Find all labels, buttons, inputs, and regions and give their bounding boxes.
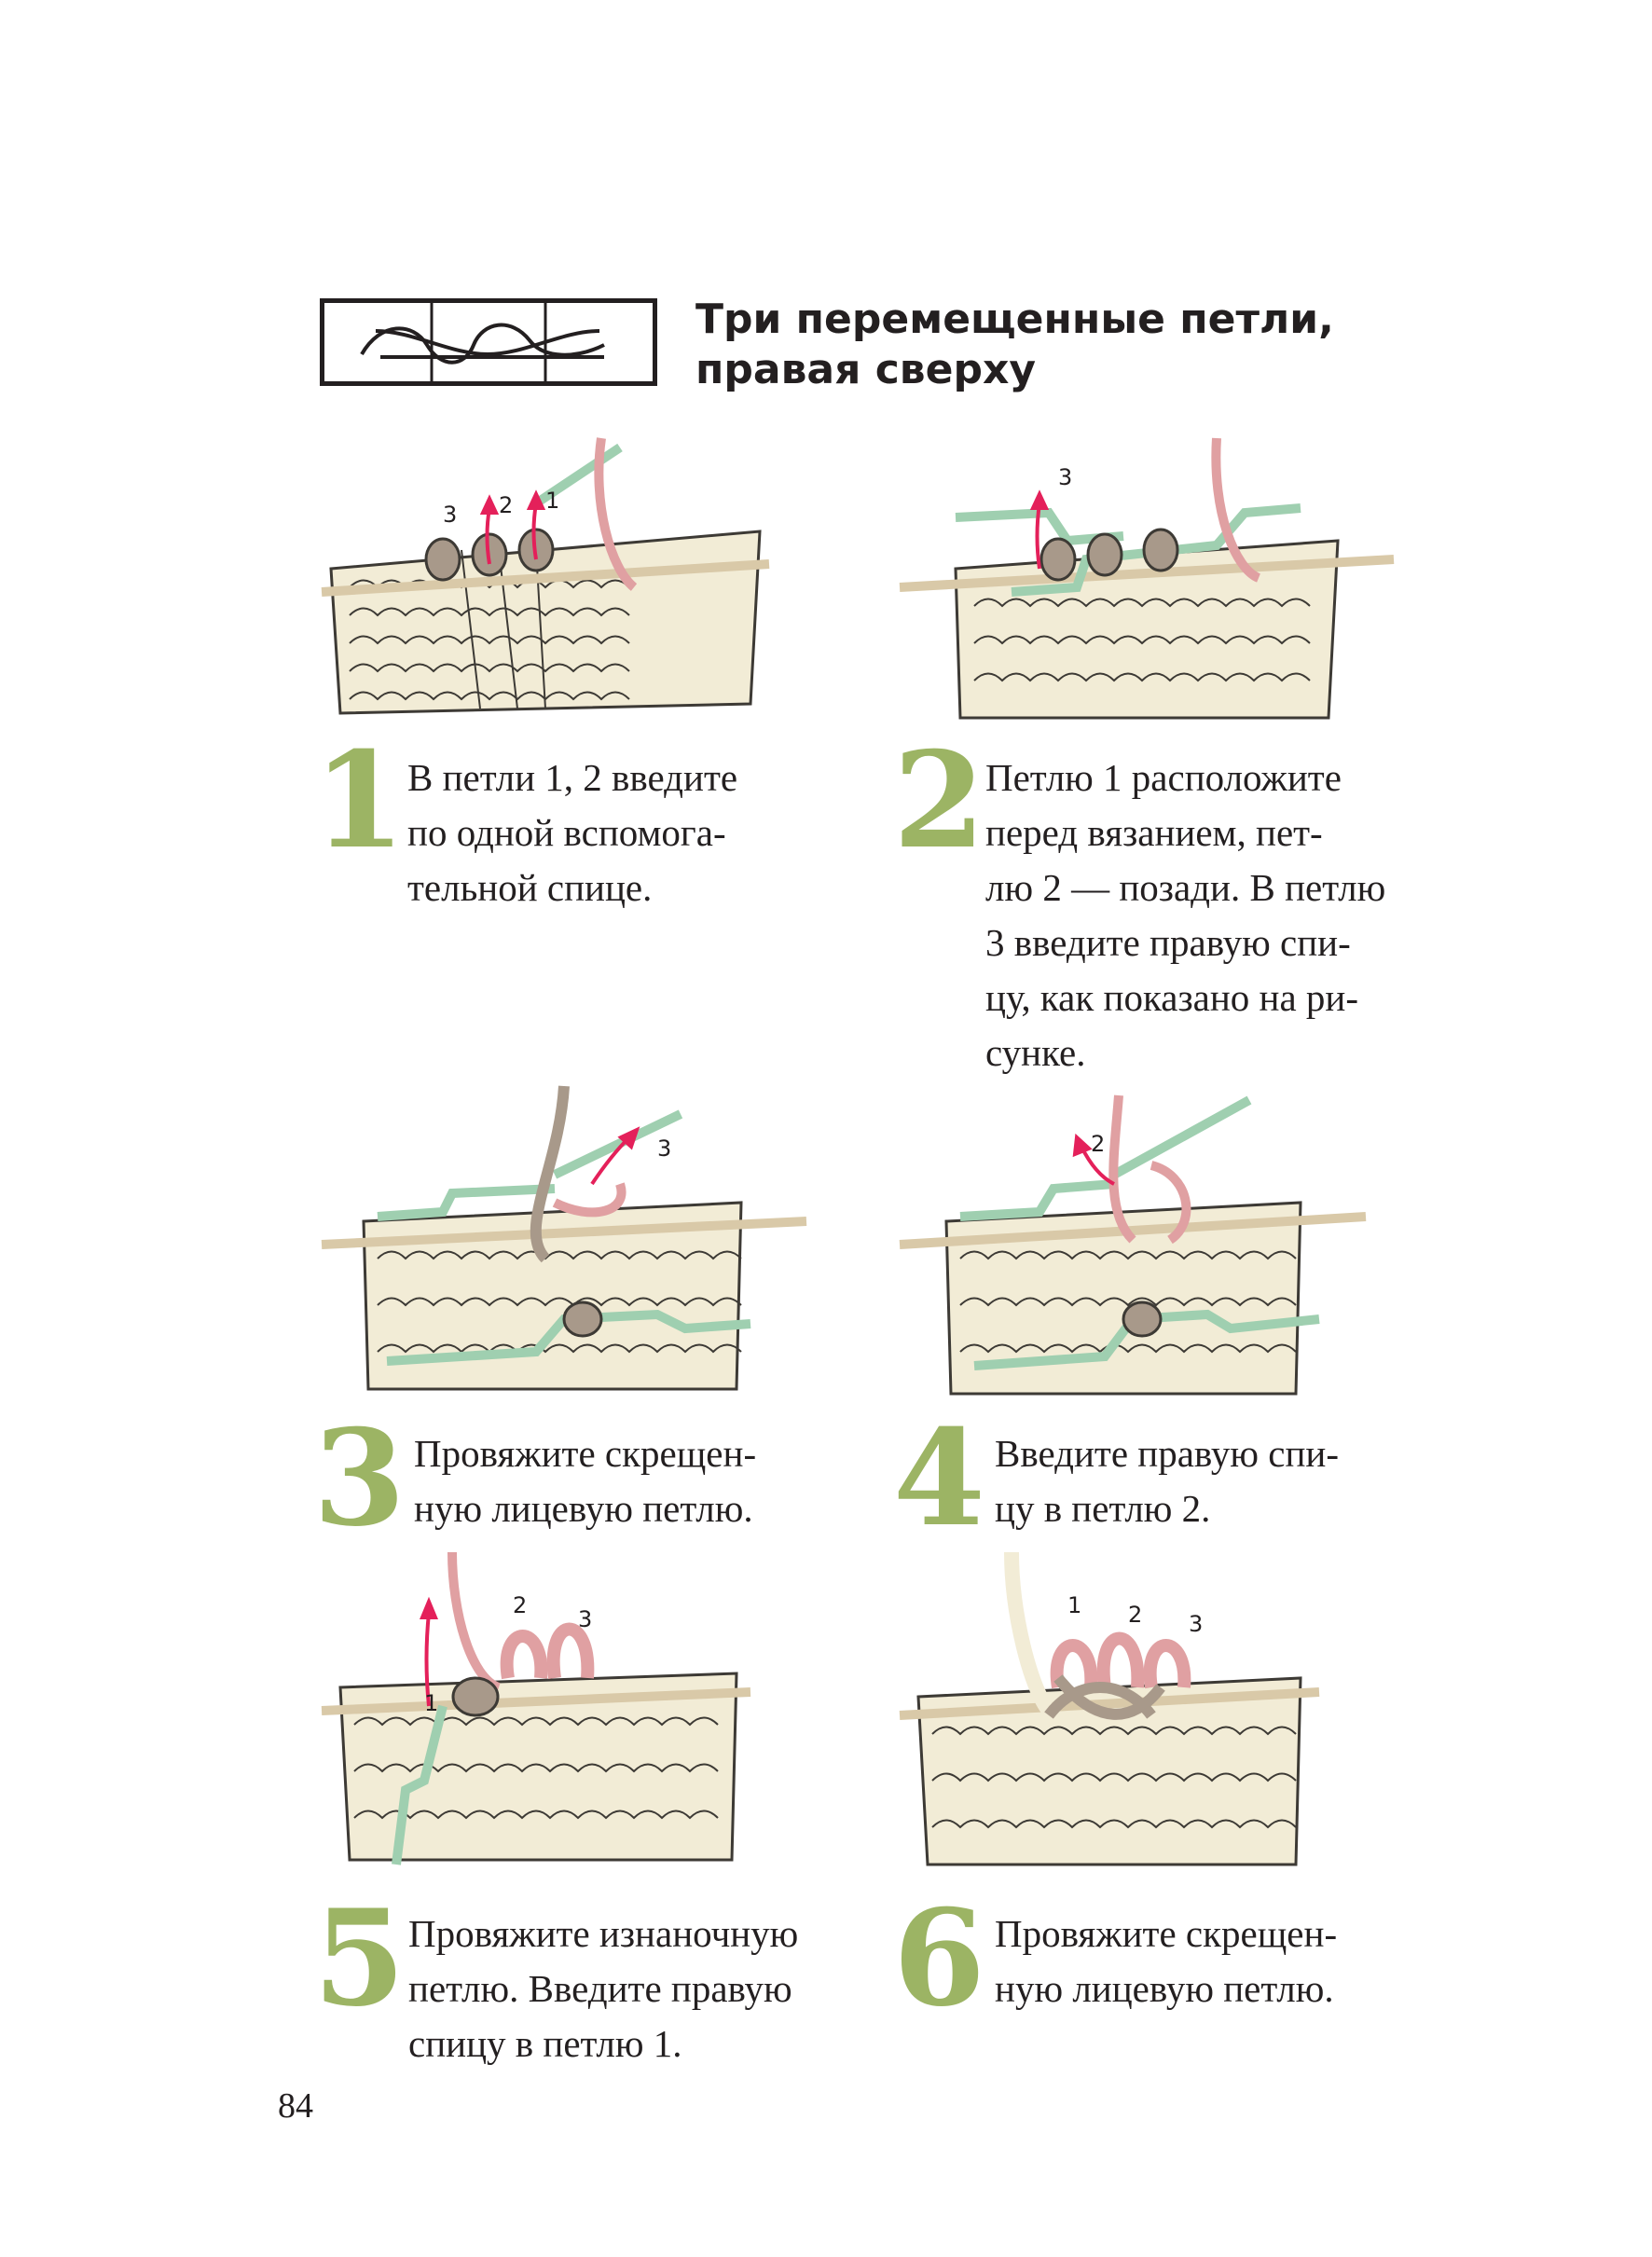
pink-yarn [447,1551,502,1692]
loop-label: 2 [1091,1131,1105,1157]
aux-needle [392,1704,447,1865]
taupe-loop [1122,1301,1163,1338]
pink-loop [1150,1161,1191,1245]
left-needle [321,559,770,597]
loop-label: 3 [443,502,457,528]
aux-needle-back [959,1179,1115,1221]
right-needle [530,1085,570,1263]
step-text: Провяжите скрещен- ную лицевую петлю. [995,1912,1338,2010]
knit-fabric [916,1676,1302,1866]
taupe-cross [1044,1674,1165,1720]
loop-label: 1 [424,1690,438,1716]
aux-needle-top [552,1109,683,1179]
pink-loops [1050,1631,1191,1689]
page-number: 84 [278,2086,313,2126]
taupe-loop [562,1301,603,1338]
taupe-loop [451,1676,500,1717]
aux-needle-top [1111,1095,1252,1179]
pink-yarn [594,437,638,591]
cable-chart-symbol [320,298,657,386]
step-number: 5 [313,1881,406,2036]
title-line-2: правая сверху [695,346,1037,393]
loop-label: 3 [578,1606,592,1632]
step-text: Введите правую спи- цу в петлю 2. [995,1432,1339,1530]
left-needle [321,1217,807,1249]
step-number: 6 [893,1881,985,2036]
pink-yarn [552,1182,626,1218]
title-line-1: Три перемещенные петли, [695,296,1334,343]
loop-label: 2 [499,492,513,518]
loop-label: 3 [657,1135,671,1162]
insertion-arrow [1029,489,1050,570]
step-2-illustration: 3 [899,437,1395,720]
left-needle [899,555,1395,592]
loop-label: 3 [1058,464,1072,490]
insertion-arrow [420,1596,438,1707]
pink-loops [500,1622,595,1680]
cable-symbol-icon [360,303,605,381]
step-5-illustration: 2 3 1 [321,1551,751,1865]
step-text: Петлю 1 расположите перед вязанием, пет-… [985,756,1386,1074]
left-needle [899,1212,1367,1249]
step-number: 3 [313,1401,406,1556]
pink-yarn [1108,1094,1136,1244]
step-text: В петли 1, 2 введите по одной вспомога- … [407,756,738,909]
step-number: 2 [893,723,985,878]
step-6-illustration: 1 2 3 [899,1551,1320,1866]
loop-label: 1 [545,488,559,514]
page-title: Три перемещенные петли, правая сверху [695,295,1404,395]
aux-needle-front [973,1309,1320,1370]
taupe-loops [1039,528,1179,582]
step-3-illustration: 3 [321,1085,807,1391]
step-number: 1 [313,723,406,878]
loop-label: 1 [1067,1592,1081,1618]
pull-arrow [590,1126,640,1186]
step-number: 4 [893,1401,985,1556]
step-4-illustration: 2 [899,1094,1367,1396]
step-1-illustration: 3 2 1 [321,437,770,715]
pink-yarn [1211,437,1261,583]
aux-needle-back [377,1184,556,1221]
left-needle [321,1687,751,1715]
left-needle [899,1687,1320,1720]
loop-label: 2 [513,1592,527,1618]
loop-label: 3 [1189,1611,1203,1637]
aux-needle [533,443,623,508]
step-text: Провяжите скрещен- ную лицевую петлю. [414,1432,757,1530]
aux-needle-front [386,1309,751,1366]
right-needle [1004,1551,1055,1715]
insertion-arrows [479,489,546,565]
loop-label: 2 [1128,1602,1142,1628]
insertion-arrow [1072,1133,1115,1186]
step-text: Провяжите изнаночную петлю. Введите прав… [408,1912,799,2065]
